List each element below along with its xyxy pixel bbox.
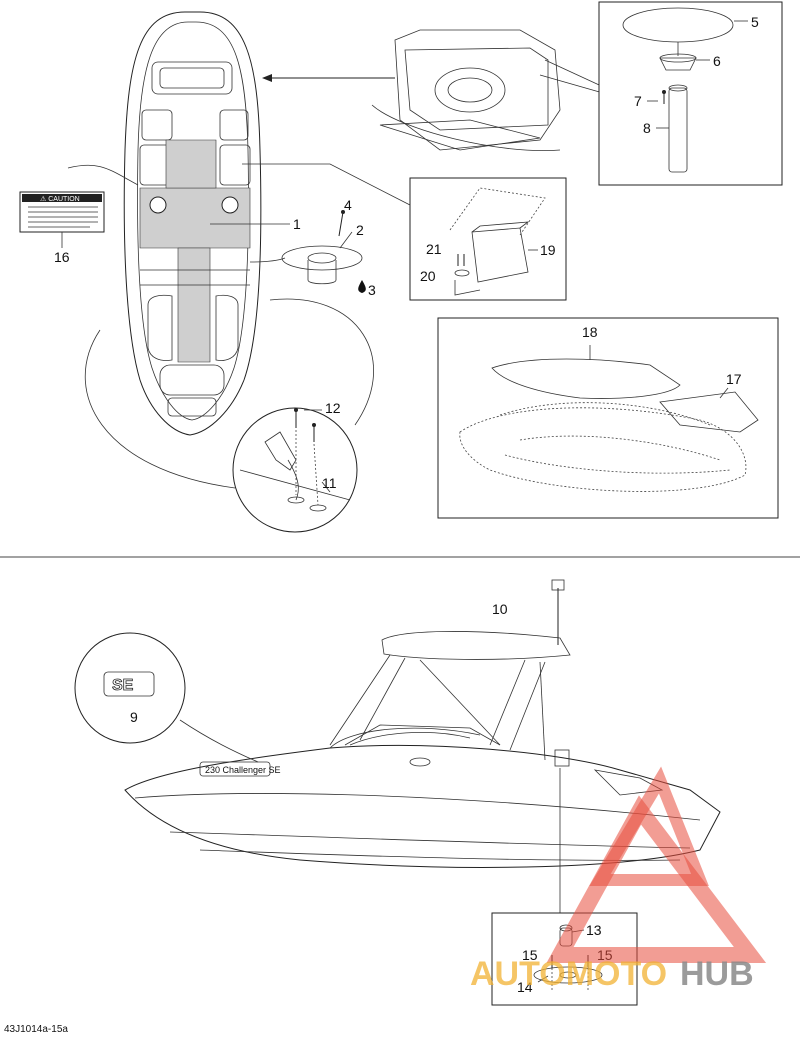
se-badge-detail: SE	[74, 632, 259, 763]
watermark-logo: AUTOMOTO HUB	[470, 766, 767, 993]
hull-decal-text: 230 Challenger SE	[205, 765, 281, 775]
callout-19: 19	[540, 242, 556, 258]
boat-top-view	[123, 11, 262, 436]
callout-8: 8	[643, 120, 651, 136]
se-badge-text: SE	[112, 677, 134, 694]
callout-18: 18	[582, 324, 598, 340]
cover-detail	[437, 317, 779, 519]
callout-10: 10	[492, 601, 508, 617]
callout-20: 20	[420, 268, 436, 284]
callout-15-left: 15	[522, 947, 538, 963]
bow-locker-view	[371, 29, 611, 152]
callout-12: 12	[325, 400, 341, 416]
callout-9: 9	[130, 709, 138, 725]
callout-21: 21	[426, 241, 442, 257]
storage-bin	[449, 187, 546, 296]
callout-7: 7	[634, 93, 642, 109]
caution-label-part: ⚠ CAUTION	[19, 164, 139, 248]
figure-code: 43J1014a-15a	[4, 1024, 68, 1035]
table-parts-box	[598, 1, 783, 186]
caution-label-title: ⚠ CAUTION	[40, 195, 80, 203]
callout-5: 5	[751, 14, 759, 30]
callout-6: 6	[713, 53, 721, 69]
cleat-detail	[84, 298, 374, 533]
table-parts	[622, 7, 748, 173]
callout-3: 3	[368, 282, 376, 298]
callout-2: 2	[356, 222, 364, 238]
callout-11: 11	[322, 475, 337, 491]
flange-part	[249, 210, 366, 293]
callout-16: 16	[54, 249, 70, 265]
callout-17: 17	[726, 371, 742, 387]
callout-13: 13	[586, 922, 602, 938]
callout-1: 1	[293, 216, 301, 232]
watermark-text-part1: AUTOMOTO	[470, 955, 667, 993]
callout-14: 14	[517, 979, 533, 995]
watermark-text-part2: HUB	[680, 955, 754, 993]
cover-parts	[459, 345, 759, 492]
callout-4: 4	[344, 197, 352, 213]
